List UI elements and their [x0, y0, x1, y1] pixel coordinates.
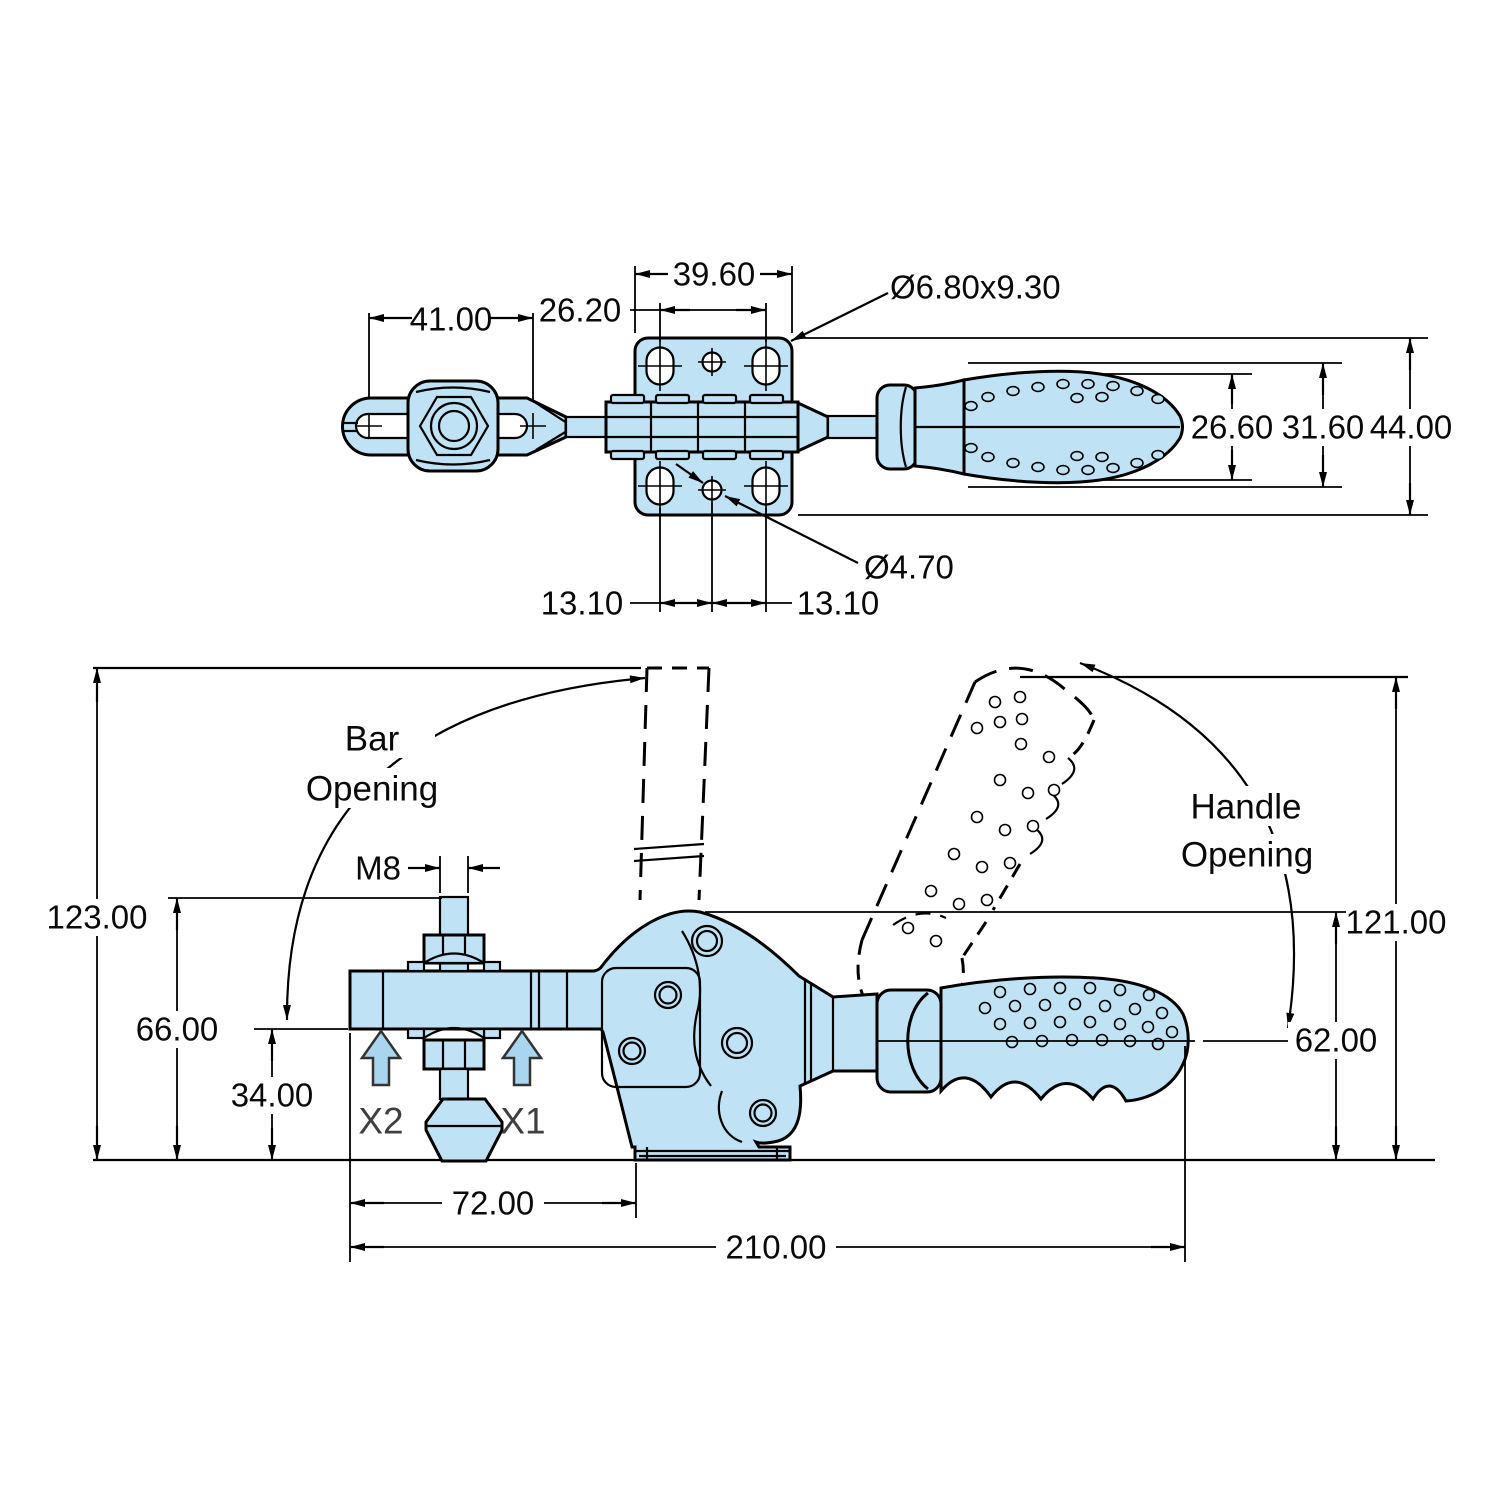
dim-210: 210.00: [350, 1046, 1186, 1266]
force-arrow-x2: [359, 1028, 403, 1087]
force-arrow-x1: [500, 1028, 544, 1087]
dim-121: 121.00: [1340, 677, 1453, 1160]
side-view-dimensions: 123.00 66.00 34.00: [42, 668, 1453, 1266]
dim-41-text: 41.00: [410, 301, 493, 338]
flanged-nut-top: [406, 379, 500, 473]
tube-tabs: [609, 393, 785, 461]
handle-opening-label-1: Handle: [1191, 788, 1302, 827]
dim-72: 72.00: [349, 1033, 637, 1262]
dim-m8-text: M8: [355, 850, 401, 887]
dim-34: 34.00: [223, 1028, 348, 1160]
x2-label: X2: [358, 1101, 403, 1142]
force-arrows: [359, 1028, 544, 1087]
rivets: [617, 924, 778, 1128]
dim-62-text: 62.00: [1295, 1022, 1378, 1059]
handle-side: [875, 975, 1190, 1103]
top-view-dimensions: 41.00 39.60 26.20 Ø6.80x9.30: [368, 256, 1458, 622]
center-marks: [356, 413, 546, 439]
dim-m8: M8: [355, 850, 500, 893]
rubber-tip: [424, 1097, 504, 1163]
dim-123-text: 123.00: [47, 899, 148, 936]
x1-label: X1: [500, 1101, 545, 1142]
dim-13-10-right-text: 13.10: [797, 585, 880, 622]
grip-dots: [964, 378, 1165, 476]
dim-39-60-text: 39.60: [673, 256, 756, 293]
dim-210-text: 210.00: [726, 1229, 827, 1266]
dim-44: 44.00: [798, 337, 1458, 516]
dim-34-text: 34.00: [231, 1077, 314, 1114]
open-handle-dashed: [856, 666, 1096, 1030]
callout-slot: Ø6.80x9.30: [790, 269, 1061, 342]
bar-opening-label-1: Bar: [345, 720, 400, 759]
dim-41: 41.00: [368, 301, 534, 401]
dim-31-60-text: 31.60: [1282, 409, 1365, 446]
dim-39-60: 39.60: [634, 256, 793, 333]
slot-callout-text: Ø6.80x9.30: [890, 269, 1061, 306]
dim-13-10-pair: 13.10 13.10: [541, 503, 880, 622]
dim-26-20-text: 26.20: [539, 292, 622, 329]
side-view: X2 X1 123.00 66.00: [42, 661, 1453, 1266]
dim-44-text: 44.00: [1370, 409, 1453, 446]
dim-62: 62.00: [705, 911, 1385, 1160]
hole-callout-text: Ø4.70: [864, 549, 954, 586]
clamp-body: [348, 909, 879, 1162]
dim-123: 123.00: [42, 668, 154, 1160]
dim-66-text: 66.00: [136, 1011, 219, 1048]
hex-nut-lower: [422, 1038, 486, 1071]
spindle-thread-lower: [438, 1067, 470, 1101]
dim-66: 66.00: [128, 897, 442, 1160]
washer-dome-lower: [422, 1027, 486, 1041]
grip-dots-side: [978, 981, 1179, 1051]
dim-13-10-left-text: 13.10: [541, 585, 624, 622]
bar-tip-taper: [796, 400, 830, 454]
side-view-parts: [348, 895, 1190, 1163]
handle-stem: [826, 414, 879, 440]
top-view: 41.00 39.60 26.20 Ø6.80x9.30: [341, 256, 1458, 622]
spindle-assembly: [406, 895, 504, 1163]
handle-opening-label-2: Opening: [1181, 836, 1313, 875]
dim-26-60: 26.60: [1100, 373, 1278, 481]
handle-collar: [875, 383, 919, 471]
slot-crosshairs: [638, 341, 788, 511]
dim-26-20: 26.20: [539, 292, 767, 342]
bar-opening-label-2: Opening: [306, 770, 438, 809]
handle-grip-side: [939, 975, 1190, 1103]
handle-top: [875, 369, 1184, 485]
opening-labels: Bar Opening Handle Opening: [288, 718, 1335, 875]
body-detail-lines: [381, 930, 835, 1160]
dim-31-60: 31.60: [968, 362, 1369, 488]
dim-121-text: 121.00: [1346, 904, 1447, 941]
slide-tube: [604, 400, 800, 454]
open-handle-dots: [901, 690, 1061, 948]
bar-assembly-top: [341, 393, 879, 461]
top-view-parts: [341, 336, 1184, 517]
callout-hole: Ø4.70: [675, 463, 954, 586]
dim-72-text: 72.00: [452, 1185, 535, 1222]
open-bar-dashed: [633, 666, 711, 901]
dim-26-60-text: 26.60: [1191, 409, 1274, 446]
